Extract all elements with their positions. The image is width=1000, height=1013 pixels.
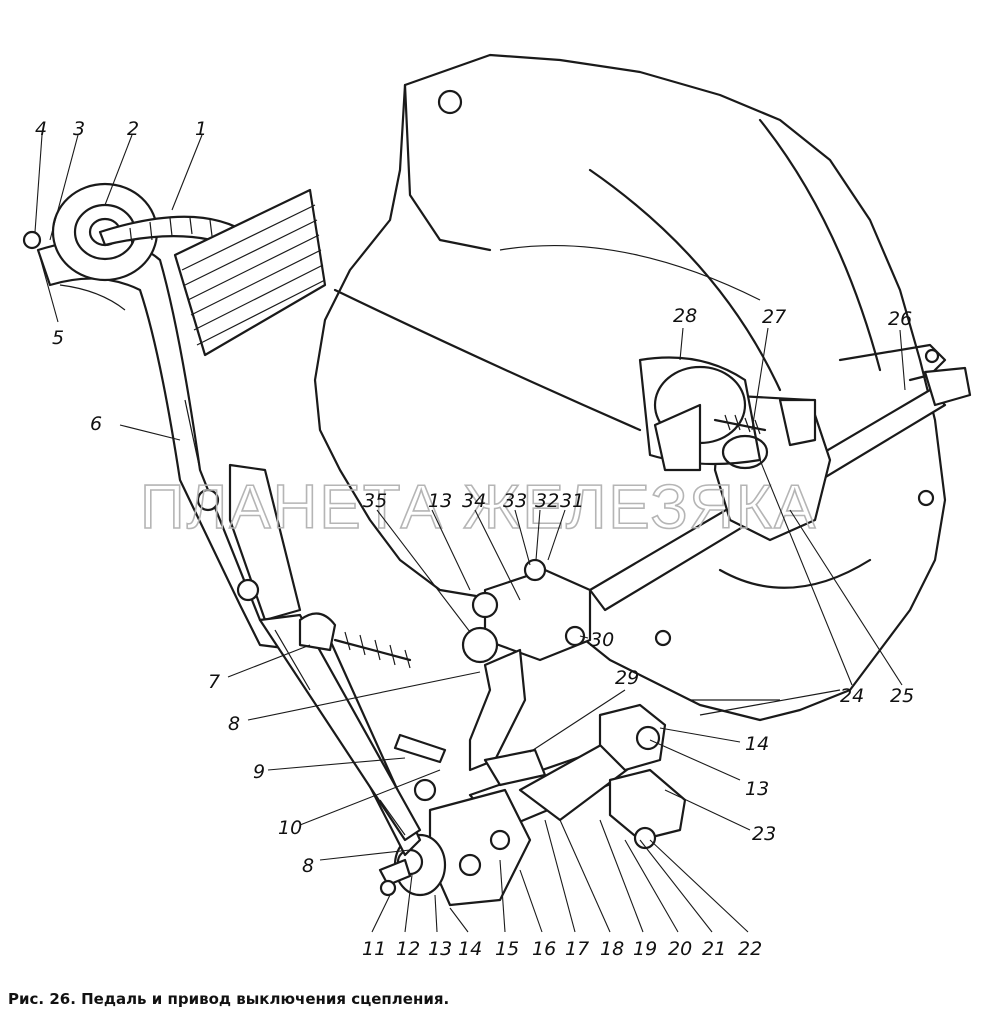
callout-4: 4 — [35, 118, 47, 140]
callout-22: 22 — [738, 938, 762, 960]
callout-31: 31 — [560, 490, 584, 512]
callout-thirty-five: 35 — [363, 490, 387, 512]
leader-lines — [34, 134, 906, 933]
watermark: ПЛАНЕТА ЖЕЛЕЗЯКА — [140, 473, 817, 542]
callout-28: 28 — [673, 305, 697, 327]
cross-shaft-assembly — [378, 703, 687, 907]
callout-6: 6 — [90, 413, 102, 435]
callout-18: 18 — [600, 938, 624, 960]
callout-24: 24 — [840, 685, 864, 707]
callout-19: 19 — [633, 938, 657, 960]
callout-14b: 14 — [458, 938, 482, 960]
callout-34: 34 — [462, 490, 486, 512]
callout-labels: 1 2 3 4 5 6 7 8 9 10 8 11 12 13 14 15 16… — [35, 118, 914, 960]
callout-9: 9 — [253, 761, 265, 783]
callout-21: 21 — [702, 938, 726, 960]
callout-labels-extra: 35 35 35 13 14 13 — [363, 490, 387, 512]
callout-25: 25 — [890, 685, 914, 707]
callout-20: 20 — [668, 938, 692, 960]
callout-33: 33 — [503, 490, 527, 512]
callout-13c: 13 — [745, 778, 769, 800]
callout-26: 26 — [888, 308, 912, 330]
callout-16: 16 — [532, 938, 556, 960]
callout-3: 3 — [73, 118, 85, 140]
callout-12: 12 — [396, 938, 420, 960]
callout-15: 15 — [495, 938, 519, 960]
callout-29: 29 — [615, 667, 639, 689]
figure-caption: Рис. 26. Педаль и привод выключения сцеп… — [8, 990, 450, 1008]
callout-14: 14 — [745, 733, 769, 755]
callout-13b: 13 — [428, 938, 452, 960]
callout-13: 13 — [428, 490, 452, 512]
callout-27: 27 — [762, 306, 786, 328]
shaft-lever-block — [461, 558, 592, 772]
callout-11: 11 — [362, 938, 386, 960]
callout-32: 32 — [535, 490, 559, 512]
callout-17: 17 — [565, 938, 589, 960]
clutch-pedal — [22, 182, 422, 857]
callout-2: 2 — [127, 118, 139, 140]
release-fork — [588, 356, 972, 612]
callout-8b: 8 — [302, 855, 314, 877]
clutch-housing — [313, 53, 947, 722]
callout-8: 8 — [228, 713, 240, 735]
callout-30: 30 — [590, 629, 614, 651]
callout-7: 7 — [208, 671, 220, 693]
callout-5: 5 — [52, 327, 64, 349]
callout-23: 23 — [752, 823, 776, 845]
callout-1: 1 — [195, 118, 207, 140]
callout-10: 10 — [278, 817, 302, 839]
